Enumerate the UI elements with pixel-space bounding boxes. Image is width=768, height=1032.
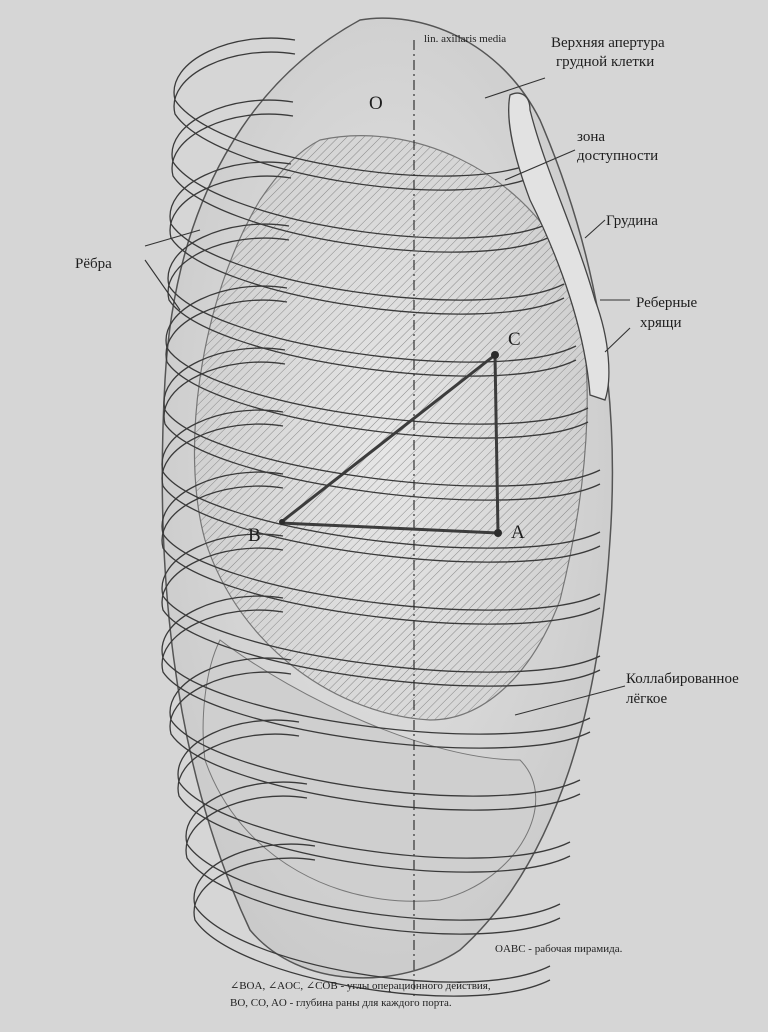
access-zone-label-1: зона	[577, 128, 605, 147]
point-c-marker	[491, 351, 499, 359]
sternum-label: Грудина	[606, 212, 658, 231]
point-b-label: B	[248, 525, 261, 547]
upper-aperture-label-1: Верхняя апертура	[551, 34, 665, 53]
axis-line-label: lin. axillaris media	[424, 30, 506, 49]
angles-caption: ∠BOA, ∠AOC, ∠COB - углы операционного де…	[230, 979, 491, 994]
depth-caption: BO, CO, AO - глубина раны для каждого по…	[230, 996, 452, 1011]
upper-aperture-label-2: грудной клетки	[556, 53, 654, 72]
point-a-marker	[494, 529, 502, 537]
pyramid-caption: OABC - рабочая пирамида.	[495, 942, 622, 957]
costal-cartilage-label-1: Реберные	[636, 294, 697, 313]
point-o-label: O	[369, 93, 383, 115]
point-b-marker	[279, 519, 285, 525]
point-c-label: C	[508, 329, 521, 351]
access-zone-label-2: доступности	[577, 147, 658, 166]
ribs-label: Рёбра	[75, 255, 112, 274]
point-a-label: A	[511, 522, 525, 544]
collapsed-lung-label-2: лёгкое	[626, 690, 667, 709]
costal-cartilage-label-2: хрящи	[640, 314, 681, 333]
collapsed-lung-label-1: Коллабированное	[626, 670, 739, 689]
